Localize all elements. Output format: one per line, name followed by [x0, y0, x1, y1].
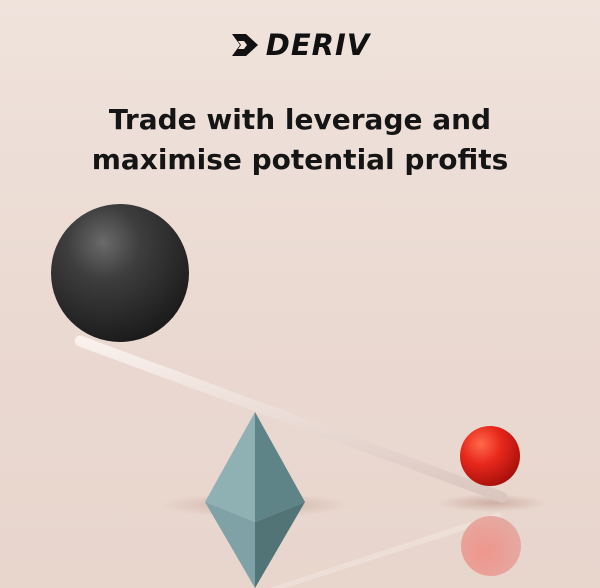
- headline-line-2: maximise potential profits: [91, 143, 509, 176]
- logo-wordmark: DERIV: [265, 28, 371, 62]
- deriv-chevron-icon: [231, 34, 258, 56]
- headline: Trade with leverage and maximise potenti…: [0, 100, 600, 180]
- deriv-logo: DERIV: [0, 30, 600, 60]
- headline-line-1: Trade with leverage and: [108, 103, 492, 136]
- fulcrum: [205, 412, 305, 588]
- small-red-ball: [460, 426, 520, 486]
- red-ball-reflection: [461, 516, 521, 576]
- beam-reflection: [270, 512, 502, 588]
- red-ball-shadow: [437, 494, 547, 512]
- heavy-black-ball: [51, 204, 189, 342]
- seesaw-beam: [74, 335, 508, 503]
